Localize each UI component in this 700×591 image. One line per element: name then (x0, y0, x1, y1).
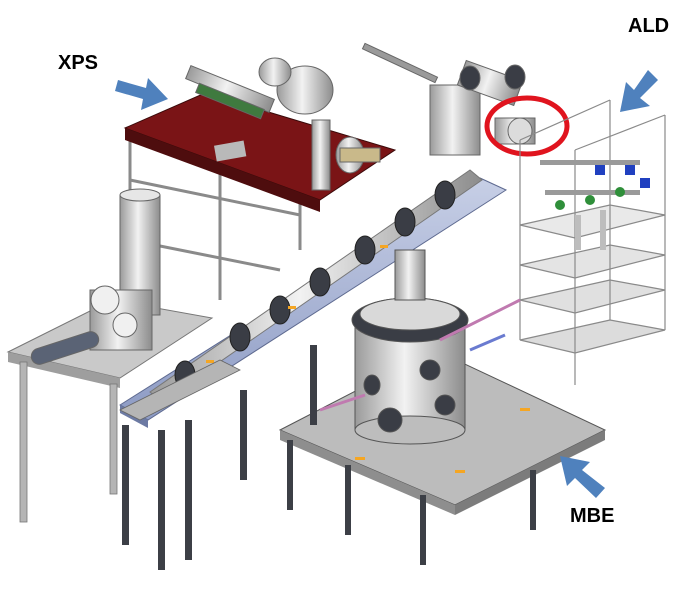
junction-chambers (429, 59, 536, 156)
mbe-chamber (319, 249, 521, 445)
ald-rack (519, 99, 666, 385)
xps-analyzer (185, 42, 439, 191)
mbe-arrow-icon (560, 456, 605, 498)
xps-label: XPS (58, 52, 99, 74)
highlight-circle (484, 95, 570, 157)
ald-label: ALD (628, 15, 670, 37)
main-frame (119, 345, 317, 570)
mbe-label: MBE (570, 505, 615, 527)
ald-arrow-icon (620, 70, 658, 112)
ald-valves (540, 160, 650, 250)
xps-arrow-icon (115, 78, 168, 110)
load-lock-column (30, 188, 161, 365)
